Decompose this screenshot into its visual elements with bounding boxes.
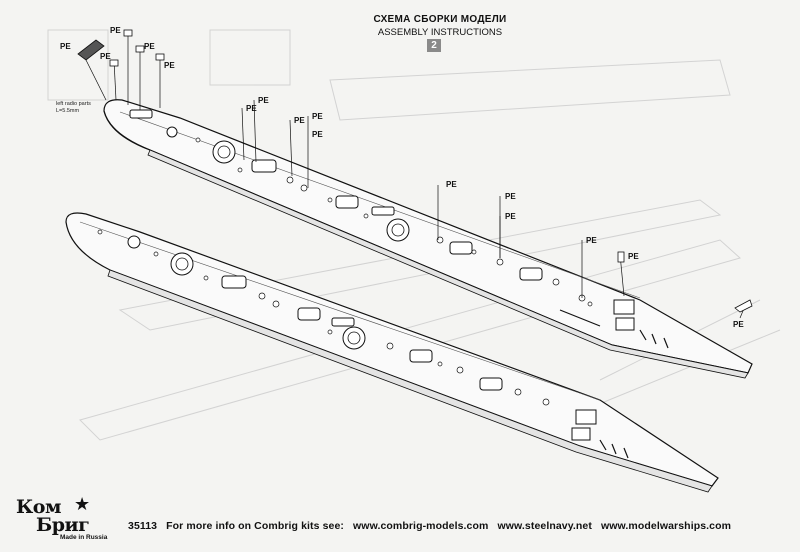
url-combrig[interactable]: www.combrig-models.com [353, 520, 489, 532]
lower-hull [65, 212, 719, 493]
pe-leader-lines [81, 35, 746, 319]
title-english: ASSEMBLY INSTRUCTIONS [377, 27, 503, 38]
pe-label: PE [258, 96, 269, 105]
pe-label: PE [164, 61, 175, 70]
url-steelnavy[interactable]: www.steelnavy.net [497, 520, 592, 532]
kit-number: 35113 [128, 520, 158, 532]
pe-label: PE [312, 112, 323, 121]
upper-hull [103, 99, 753, 379]
pe-label: PE [628, 252, 639, 261]
pe-label: PE [505, 212, 516, 221]
logo-text-bottom: Бриг [36, 514, 90, 536]
logo-tagline: Made in Russia [60, 534, 108, 541]
logo-text-top: Ком [16, 496, 61, 518]
step-number-badge: 2 [427, 39, 441, 52]
radio-parts-note: left radio parts L=5.5mm [56, 101, 91, 114]
pe-label: PE [294, 116, 305, 125]
pe-label: PE [312, 130, 323, 139]
info-text: For more info on Combrig kits see: [166, 520, 344, 532]
title-russian: СХЕМА СБОРКИ МОДЕЛИ [373, 14, 507, 25]
pe-label: PE [505, 192, 516, 201]
star-icon: ★ [74, 494, 91, 514]
pe-label: PE [100, 52, 111, 61]
pe-label: PE [446, 180, 457, 189]
pe-label: PE [733, 320, 744, 329]
pe-label: PE [586, 236, 597, 245]
url-modelwarships[interactable]: www.modelwarships.com [601, 520, 732, 532]
pe-label: PE [110, 26, 121, 35]
footer-info: 35113 For more info on Combrig kits see:… [128, 520, 737, 532]
combrig-logo: Ком ★ Бриг Made in Russia [10, 494, 120, 546]
pe-parts [77, 29, 753, 313]
pe-label: PE [246, 104, 257, 113]
pe-label: PE [60, 42, 71, 51]
pe-label: PE [144, 42, 155, 51]
